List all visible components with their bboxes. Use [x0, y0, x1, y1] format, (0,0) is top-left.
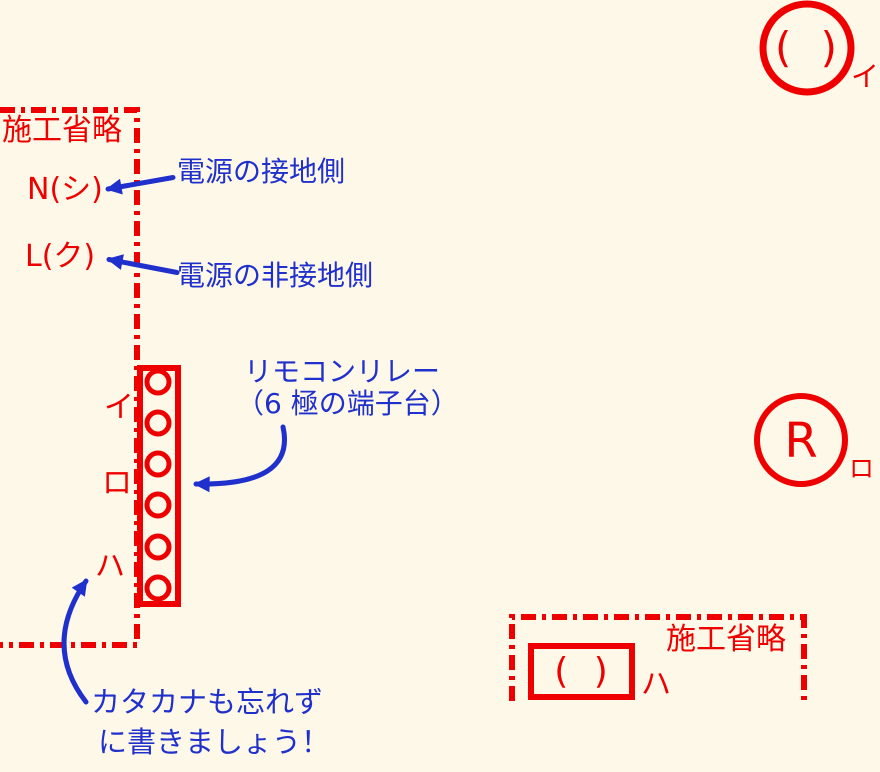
- bottom-omission-border: [509, 614, 807, 701]
- terminal-screw-circle: [144, 450, 172, 478]
- katakana-note-line2: に書きましょう！: [98, 725, 331, 759]
- power-neutral-terminal: N(シ): [27, 172, 103, 207]
- terminal-block-outline: [137, 365, 181, 607]
- terminal-screw-circle: [144, 533, 172, 561]
- terminal-screw-circle: [144, 368, 172, 396]
- terminal-label-i: イ: [104, 390, 134, 425]
- katakana-note-line1: カタカナも忘れず: [91, 685, 324, 719]
- relay-note-line2: （6 極の端子台）: [236, 387, 459, 420]
- lamp-top-parens: ( ): [774, 23, 838, 72]
- arrow-katakana: [61, 578, 89, 705]
- lamp-circle-top: [759, 0, 855, 96]
- bottom-omission-title: 施工省略: [666, 622, 786, 657]
- relay-label: ロ: [849, 454, 875, 483]
- lamp-bottom-label: ハ: [641, 667, 671, 702]
- lamp-top-label: イ: [851, 60, 880, 93]
- live-note: 電源の非接地側: [177, 259, 374, 292]
- terminal-screw-circle: [144, 409, 172, 437]
- relay-letter: R: [784, 413, 818, 469]
- relay-note-line1: リモコンリレー: [244, 355, 441, 388]
- terminal-screw-circle: [144, 491, 172, 519]
- terminal-label-ha: ハ: [95, 549, 125, 584]
- terminal-label-ro: ロ: [102, 466, 132, 501]
- terminal-screw-circle: [144, 574, 172, 602]
- lamp-box-bottom: [528, 643, 635, 700]
- neutral-note: 電源の接地側: [177, 155, 346, 188]
- lamp-bottom-parens: ( ): [554, 651, 608, 692]
- relay-circle: [754, 393, 848, 487]
- power-live-terminal: L(ク): [25, 239, 96, 274]
- left-omission-title: 施工省略: [2, 113, 122, 148]
- arrow-relay: [193, 424, 287, 493]
- arrow-neutral: [105, 175, 176, 195]
- arrow-live: [106, 254, 180, 275]
